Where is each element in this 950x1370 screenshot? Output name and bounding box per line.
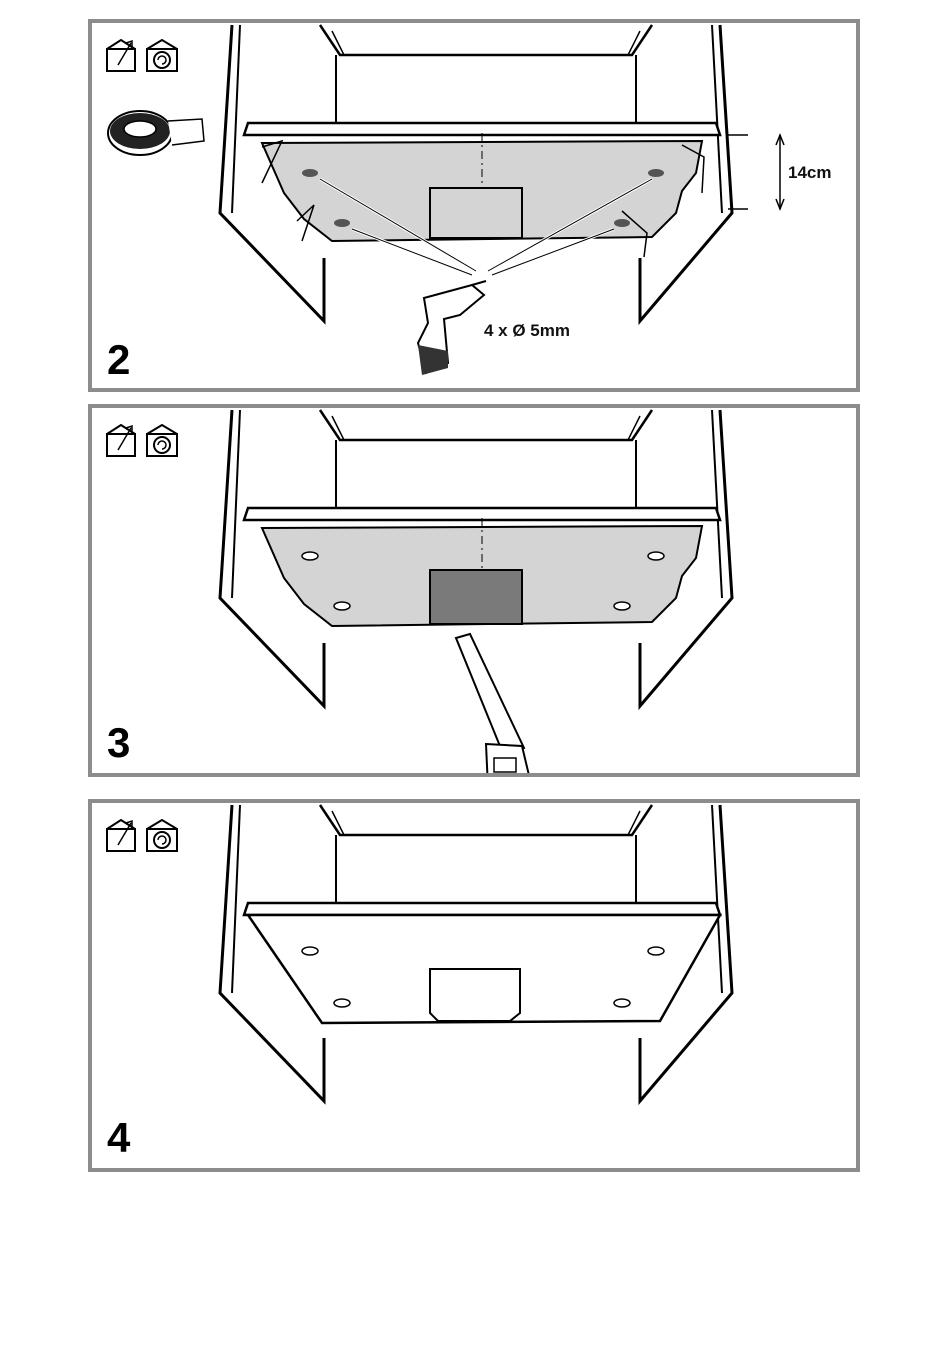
step-2-panel: 14cm 4 x Ø 5mm 2 <box>88 19 860 392</box>
drill-size-label: 4 x Ø 5mm <box>484 321 570 341</box>
power-drill-icon <box>418 281 486 375</box>
hand-saw-icon <box>456 634 532 773</box>
recirculation-icon <box>147 820 177 851</box>
step-3-panel: 3 <box>88 404 860 777</box>
step-number: 4 <box>107 1117 130 1159</box>
adhesive-tape-icon <box>108 111 204 155</box>
height-label: 14cm <box>788 163 831 183</box>
ducted-outlet-icon <box>107 820 135 851</box>
ducted-outlet-icon <box>107 40 135 71</box>
step-number: 3 <box>107 722 130 764</box>
step-2-illustration <box>92 23 856 388</box>
recirculation-icon <box>147 425 177 456</box>
recirculation-icon <box>147 40 177 71</box>
step-3-illustration <box>92 408 856 773</box>
step-4-illustration <box>92 803 856 1168</box>
step-4-panel: 4 <box>88 799 860 1172</box>
step-number: 2 <box>107 339 130 381</box>
ducted-outlet-icon <box>107 425 135 456</box>
